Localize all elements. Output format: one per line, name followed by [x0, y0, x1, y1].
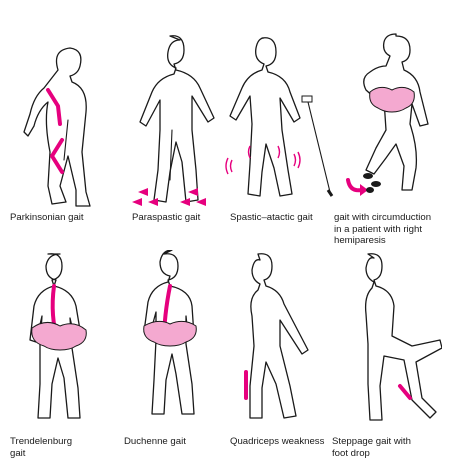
caption-spastic-atactic-gait: Spastic–atactic gait [230, 212, 313, 223]
steppage-gait-figure [364, 253, 442, 421]
panel-quadriceps-weakness: Quadriceps weakness [224, 250, 336, 470]
panel-spastic-atactic-gait: Spastic–atactic gait [224, 30, 336, 230]
posture-arrow [46, 88, 62, 126]
spastic-atactic-gait-figure [225, 37, 334, 197]
circumduction-gait-figure [346, 33, 429, 196]
panel-steppage-gait: Steppage gait with foot drop [330, 250, 442, 470]
knee-flexion-arrow [50, 138, 64, 174]
trendelenburg-gait-figure [29, 253, 87, 419]
panel-duchenne-gait: Duchenne gait [118, 250, 230, 470]
panel-trendelenburg-gait: Trendelenburg gait [8, 250, 120, 470]
caption-duchenne-gait: Duchenne gait [124, 436, 186, 447]
caption-quadriceps-weakness: Quadriceps weakness [230, 436, 325, 447]
paraspastic-foot-arrows [132, 188, 206, 206]
paraspastic-gait-figure [132, 35, 215, 206]
pelvis-shape [31, 322, 87, 351]
quadriceps-weakness-figure [244, 253, 309, 419]
caption-steppage-gait: Steppage gait with foot drop [332, 436, 411, 459]
caption-trendelenburg-gait: Trendelenburg gait [10, 436, 73, 459]
caption-paraspastic-gait: Paraspastic gait [132, 212, 201, 223]
panel-paraspastic-gait: Paraspastic gait [118, 30, 230, 230]
circumduction-arrow [346, 178, 364, 193]
pelvis-shape [143, 320, 197, 347]
panel-circumduction-gait: gait with circumduction in a patient wit… [330, 30, 442, 246]
caption-parkinsonian-gait: Parkinsonian gait [10, 212, 84, 223]
foot-drop-highlight [398, 384, 412, 400]
tremor-marks [225, 145, 301, 175]
parkinsonian-gait-figure [23, 47, 91, 207]
pelvis-shape [369, 86, 415, 113]
panel-parkinsonian-gait: Parkinsonian gait [8, 30, 120, 230]
caption-circumduction-gait: gait with circumduction in a patient wit… [334, 212, 432, 246]
duchenne-gait-figure [143, 250, 197, 415]
